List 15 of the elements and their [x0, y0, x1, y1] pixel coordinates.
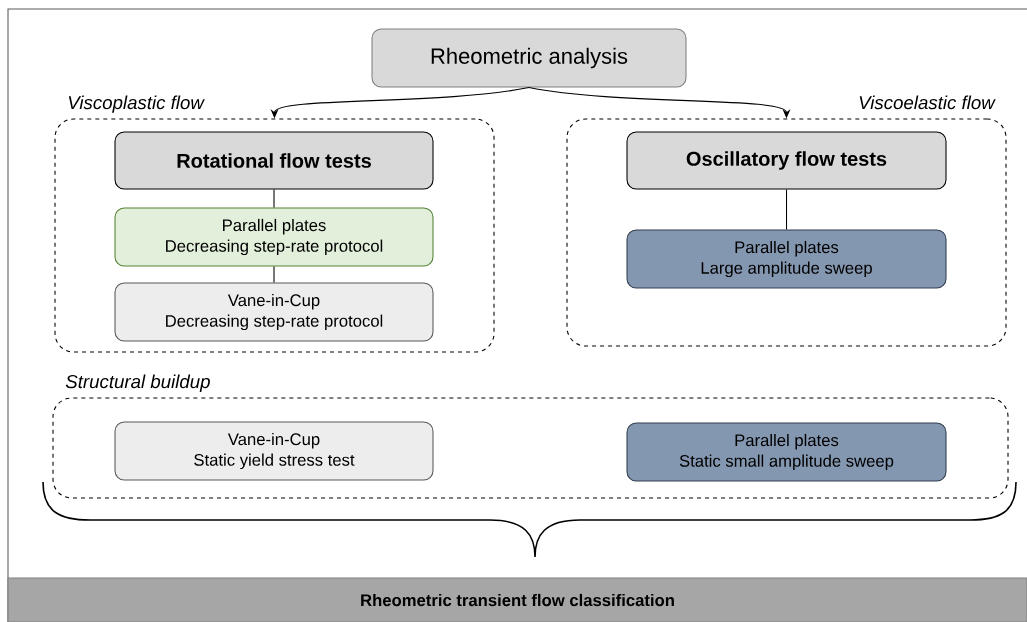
connector: [785, 189, 788, 230]
group-heading: Viscoelastic flow: [859, 95, 996, 110]
method-box: Vane-in-Cup Static yield stress test: [114, 421, 434, 481]
method-box: Parallel plates Static small amplitude sweep: [626, 422, 947, 482]
category-box: Rotational flow tests: [114, 131, 434, 190]
footer-band: Rheometric transient flow classification: [7, 577, 1027, 622]
group-heading: Viscoplastic flow: [68, 95, 205, 113]
connector: [273, 189, 275, 208]
method-box: Parallel plates Decreasing step-rate protocol: [114, 207, 434, 267]
title-box: Rheometric analysis: [371, 28, 687, 88]
group-heading: Structural buildup: [65, 374, 210, 392]
method-box: Vane-in-Cup Decreasing step-rate protocol: [114, 282, 434, 342]
connector: [273, 266, 275, 283]
category-box: Oscillatory flow tests: [626, 131, 947, 190]
method-box: Parallel plates Large amplitude sweep: [626, 229, 947, 289]
